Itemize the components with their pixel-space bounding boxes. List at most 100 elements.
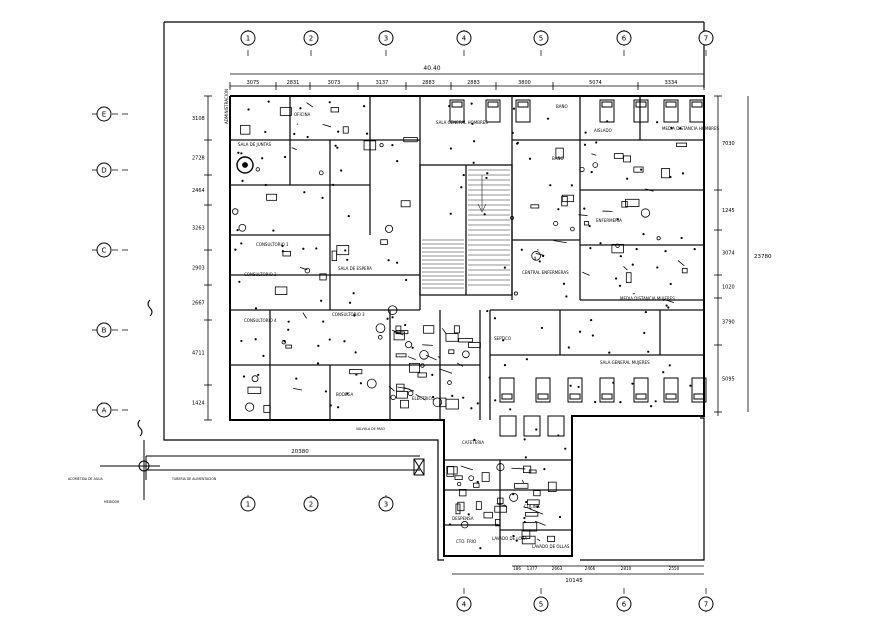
label-sala-general-mujeres: SALA GENERAL MUJERES — [600, 360, 650, 365]
label-consultorio-1: CONSULTORIO 1 — [256, 242, 289, 247]
label-lavado-ollas: LAVADO DE OLLAS — [532, 544, 570, 549]
grid-bubble-top: 3 — [379, 31, 393, 45]
grid-bubble-label: A — [102, 407, 107, 415]
label-despensa: DESPENSA — [452, 516, 474, 521]
label-enfermeria: ENFERMERIA — [596, 218, 622, 223]
grid-bubble-label: 2 — [309, 35, 313, 43]
grid-bubble-top: 4 — [457, 31, 471, 45]
dim-left-value: 4711 — [192, 351, 205, 357]
electrical-outlets — [234, 100, 695, 549]
dim-right-value: 1020 — [722, 285, 735, 291]
dim-right-value: 3074 — [722, 251, 735, 257]
grid-bubble-label: B — [102, 327, 107, 335]
dim-right-value: 7030 — [722, 141, 735, 147]
label-septico: SEPTICO — [494, 336, 511, 341]
label-administracion: ADMINISTRACION — [224, 89, 229, 124]
dim-top-value: 3334 — [665, 80, 678, 86]
grid-bubble-label: 6 — [622, 35, 627, 43]
grid-bubble-top: 2 — [304, 31, 318, 45]
label-cafeteria: CAFETERIA — [462, 440, 484, 445]
dim-top-value: 2831 — [287, 80, 300, 86]
grid-bubble-row: C — [97, 243, 111, 257]
note-tuberia: TUBERIA DE ALIMENTACION — [171, 477, 217, 481]
label-sala-juntas: SALA DE JUNTAS — [238, 142, 272, 147]
service-line-length: 20380 — [291, 449, 309, 455]
label-central-enfermeras: CENTRAL ENFERMERAS — [522, 270, 569, 275]
dimension-ticks — [204, 82, 722, 420]
label-consultorio-2: CONSULTORIO 2 — [244, 272, 277, 277]
grid-bubble-label: 7 — [704, 35, 708, 43]
site-outline — [164, 22, 704, 560]
grid-bubble-top: 7 — [699, 31, 713, 45]
grid-bubble-bottom: 4 — [457, 597, 471, 611]
label-bano-2: BAÑO — [552, 156, 564, 161]
label-cto-frio: CTO. FRIO — [456, 539, 476, 544]
grid-bubble-row: E — [97, 107, 111, 121]
grid-bubble-label: 3 — [384, 501, 388, 509]
dim-top-value: 2883 — [422, 80, 435, 86]
furniture-fixtures — [232, 103, 687, 544]
ward-beds — [450, 100, 706, 436]
dim-top-value: 3137 — [376, 80, 389, 86]
grid-bubble-label: 5 — [539, 35, 543, 43]
label-sala-general-hombres: SALA GENERAL HOMBRES — [436, 120, 488, 125]
label-sala-espera: SALA DE ESPERA — [338, 266, 372, 271]
grid-bubble-bottom: 5 — [534, 597, 548, 611]
grid-bubble-row: B — [97, 323, 111, 337]
grid-bubble-label: 7 — [704, 601, 708, 609]
dims-right: 7030 1245 3074 1020 3790 5095 — [722, 141, 735, 383]
dim-right-value: 3790 — [722, 320, 735, 326]
dim-top-value: 5074 — [589, 80, 602, 86]
label-aislado: AISLADO — [594, 128, 612, 133]
note-acometida: ACOMETIDA DE AGUA — [68, 477, 104, 481]
label-bano-1: BAÑO — [556, 104, 568, 109]
dim-top-value: 2883 — [467, 80, 480, 86]
grid-bubble-row: A — [97, 403, 111, 417]
dim-bottom-value: 2810 — [621, 566, 632, 571]
label-electrico: ELECTRICO — [412, 396, 434, 401]
dim-right-total: 23780 — [754, 254, 772, 260]
dim-bottom-value: 2466 — [585, 566, 596, 571]
label-lavado-loza: LAVADO DE LOZA — [492, 536, 527, 541]
grid-bubble-label: 4 — [462, 601, 467, 609]
label-oficina: OFICINA — [294, 112, 311, 117]
dim-top-value: 3075 — [247, 80, 260, 86]
grid-bubble-label: C — [102, 247, 107, 255]
water-service-line — [100, 300, 424, 500]
dim-right-value: 1245 — [722, 208, 735, 214]
grid-bubble-label: 1 — [246, 35, 250, 43]
label-cocina: COCINA — [524, 504, 540, 509]
dim-left-value: 2464 — [192, 188, 205, 194]
grid-bubble-label: 3 — [384, 35, 388, 43]
dim-left-value: 3263 — [192, 226, 205, 232]
dim-right-value: 5095 — [722, 377, 735, 383]
grid-bubble-top: 6 — [617, 31, 631, 45]
dim-bottom-value: 1377 — [527, 566, 538, 571]
note-valvula: VALVULA DE PASO — [356, 427, 386, 431]
dim-left-value: 3108 — [192, 116, 205, 122]
dim-left-value: 2903 — [192, 266, 205, 272]
grid-bubble-bottom: 6 — [617, 597, 631, 611]
grid-bubble-label: E — [102, 111, 106, 119]
dim-top-value: 3800 — [518, 80, 531, 86]
label-consultorio-4: CONSULTORIO 4 — [244, 318, 277, 323]
dim-bottom-value: 2663 — [552, 566, 563, 571]
interior-walls — [230, 96, 704, 556]
grid-bubble-top: 5 — [534, 31, 548, 45]
grid-bubble-label: 5 — [539, 601, 543, 609]
grid-bubble-bottom: 3 — [379, 497, 393, 511]
grid-bubble-label: D — [101, 167, 106, 175]
grid-bubble-label: 4 — [462, 35, 467, 43]
dim-bottom-value: 2550 — [669, 566, 680, 571]
dim-bottom-total: 10145 — [565, 578, 583, 584]
grid-bubble-label: 2 — [309, 501, 313, 509]
grid-bubble-top: 1 — [241, 31, 255, 45]
label-bodega: BODEGA — [336, 392, 354, 397]
room-labels: ADMINISTRACION OFICINA SALA DE JUNTAS SA… — [224, 89, 720, 549]
grid-bubble-bottom: 2 — [304, 497, 318, 511]
dim-left-value: 1424 — [192, 401, 205, 407]
